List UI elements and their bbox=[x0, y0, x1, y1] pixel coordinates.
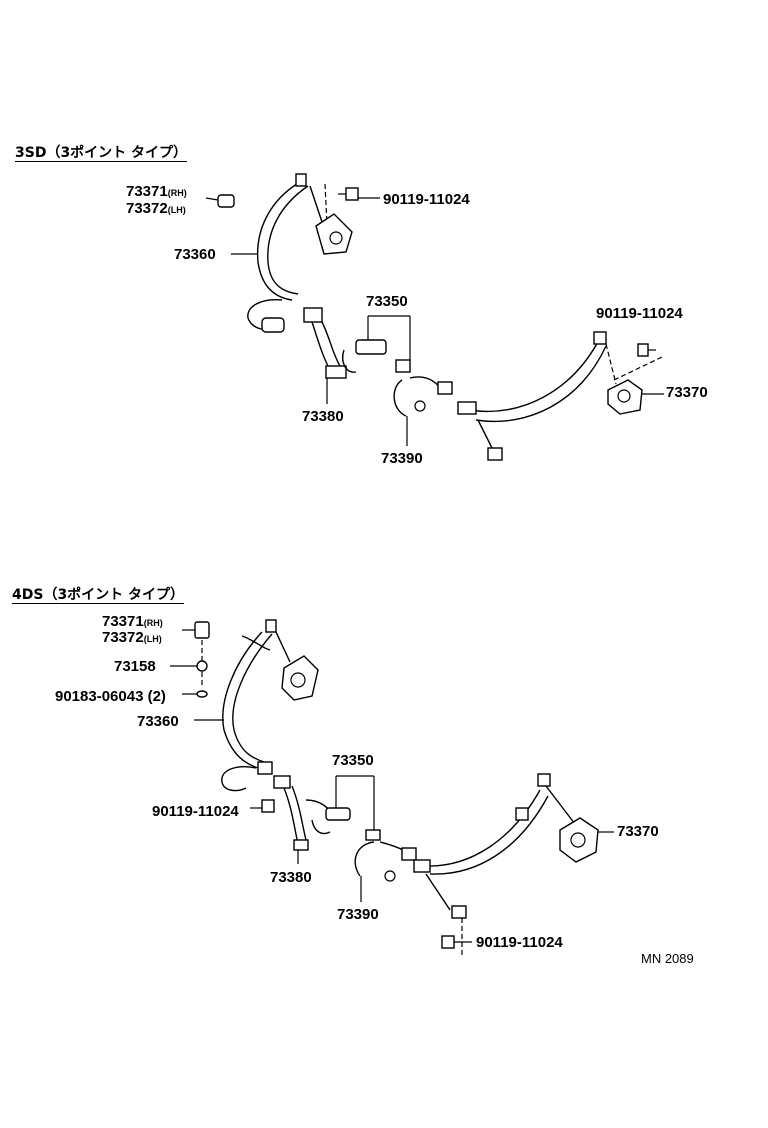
lap-belt-icon bbox=[457, 331, 607, 461]
lap-belt-icon bbox=[413, 773, 579, 919]
buckle-73390-icon bbox=[393, 376, 453, 446]
buckle-73380-icon bbox=[273, 775, 309, 864]
side-code: (LH) bbox=[143, 634, 162, 644]
part-number: 73371 bbox=[102, 613, 144, 630]
label-73371-rh: 73371(RH) bbox=[126, 184, 187, 199]
label-73158: 73158 bbox=[114, 658, 156, 675]
label-73372-lh: 73372(LH) bbox=[102, 630, 162, 645]
buckle-73380-icon bbox=[303, 307, 347, 404]
cap-icon bbox=[205, 194, 235, 208]
retractor-73370-icon bbox=[559, 817, 614, 863]
buckle-73350-icon bbox=[342, 339, 411, 373]
drawing-code: MN 2089 bbox=[641, 951, 694, 966]
side-code: (RH) bbox=[143, 618, 163, 628]
label-73390: 73390 bbox=[381, 450, 423, 467]
retractor-icon bbox=[309, 185, 353, 255]
buckle-73390-icon bbox=[354, 841, 417, 902]
part-number: 73371 bbox=[126, 183, 168, 200]
label-73370: 73370 bbox=[666, 384, 708, 401]
assembly-3sd bbox=[205, 173, 665, 461]
label-73380: 73380 bbox=[270, 869, 312, 886]
label-73390: 73390 bbox=[337, 906, 379, 923]
label-73372-lh: 73372(LH) bbox=[126, 201, 186, 216]
label-bolt-90119-right: 90119-11024 bbox=[596, 305, 683, 322]
section-title-4ds: 4DS（3ポイント タイプ） bbox=[12, 587, 185, 604]
retractor-73370-icon bbox=[607, 379, 664, 415]
label-73350: 73350 bbox=[332, 752, 374, 769]
label-73371-rh: 73371(RH) bbox=[102, 614, 163, 629]
nut-icon bbox=[182, 690, 208, 698]
label-73380: 73380 bbox=[302, 408, 344, 425]
label-73370: 73370 bbox=[617, 823, 659, 840]
bolt-icon bbox=[338, 187, 380, 201]
label-90183-06043: 90183-06043 (2) bbox=[55, 688, 166, 705]
assembly-4ds bbox=[170, 619, 614, 956]
part-number: 73372 bbox=[126, 200, 168, 217]
label-73350: 73350 bbox=[366, 293, 408, 310]
bolt-icon bbox=[250, 799, 275, 813]
label-bolt-90119-left: 90119-11024 bbox=[152, 803, 239, 820]
side-code: (LH) bbox=[167, 205, 186, 215]
shoulder-belt-icon bbox=[231, 173, 309, 333]
part-number: 73372 bbox=[102, 629, 144, 646]
bolt-icon bbox=[637, 343, 656, 357]
bolt-icon bbox=[441, 935, 472, 949]
buckle-73350-icon bbox=[305, 799, 381, 841]
retractor-icon bbox=[275, 631, 319, 701]
section-title-3sd: 3SD（3ポイント タイプ） bbox=[15, 145, 188, 162]
label-73360: 73360 bbox=[137, 713, 179, 730]
label-bolt-90119-bottom: 90119-11024 bbox=[476, 934, 563, 951]
side-code: (RH) bbox=[167, 188, 187, 198]
cap-icon bbox=[182, 621, 210, 639]
shoulder-belt-icon bbox=[194, 619, 277, 792]
label-bolt-90119-top: 90119-11024 bbox=[383, 191, 470, 208]
washer-icon bbox=[170, 660, 208, 672]
label-73360: 73360 bbox=[174, 246, 216, 263]
